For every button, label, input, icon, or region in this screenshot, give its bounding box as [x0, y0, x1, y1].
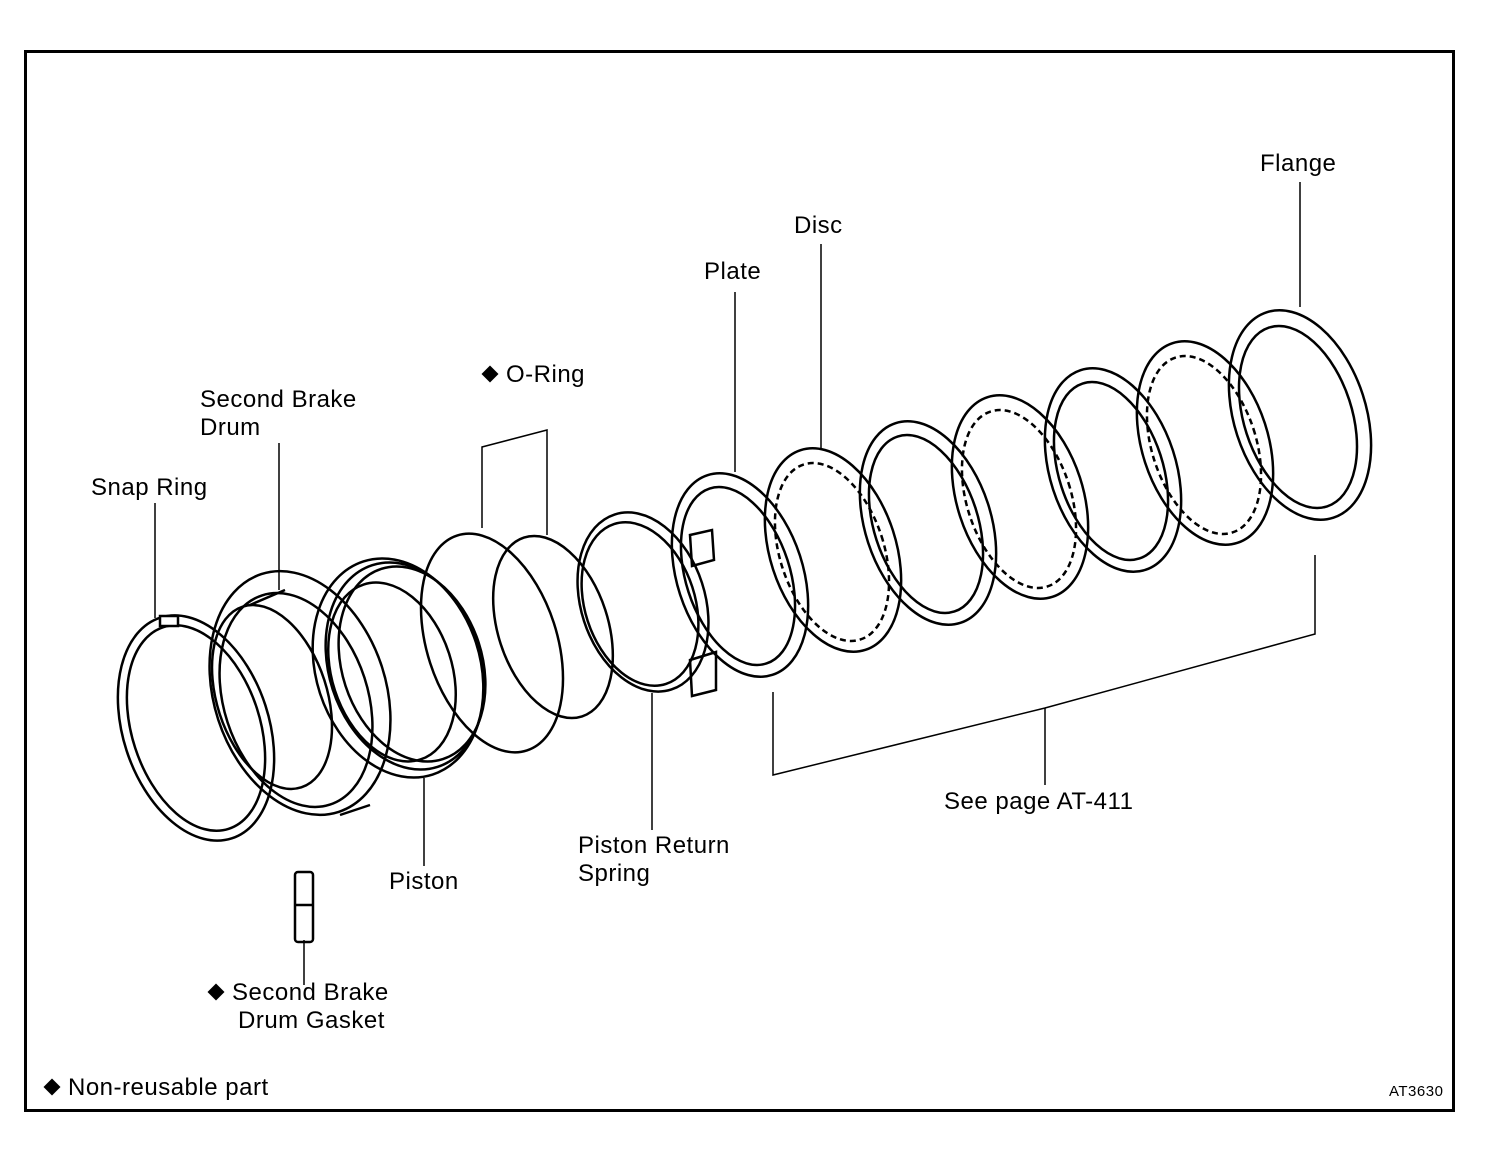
disc-part-2 — [950, 394, 1090, 600]
label-plate: Plate — [704, 258, 762, 285]
label-second-brake-drum: Second Brake Drum — [200, 386, 357, 441]
legend-non-reusable: Non-reusable part — [43, 1074, 269, 1102]
plate-part-3 — [1043, 367, 1183, 573]
label-disc: Disc — [794, 212, 843, 239]
disc-part — [763, 447, 903, 653]
snap-ring-part — [116, 614, 276, 842]
label-piston-return-spring: Piston Return Spring — [578, 832, 730, 887]
label-flange: Flange — [1260, 150, 1337, 177]
label-second-brake-drum-gasket: Second Brake Drum Gasket — [207, 979, 389, 1035]
label-o-ring: O-Ring — [481, 361, 585, 389]
diamond-icon — [207, 983, 225, 1001]
plate-part — [670, 472, 810, 678]
piston-part — [311, 557, 487, 779]
second-brake-drum-gasket-part — [293, 870, 315, 944]
figure-code: AT3630 — [1389, 1083, 1444, 1100]
piston-return-spring-part — [576, 511, 718, 698]
disc-part-3 — [1135, 340, 1275, 546]
diagram-frame — [24, 50, 1455, 1112]
diamond-icon — [43, 1078, 61, 1096]
o-ring-part — [419, 532, 615, 754]
second-brake-drum-part — [208, 569, 392, 817]
plate-part-2 — [858, 420, 998, 626]
flange-part — [1227, 309, 1373, 521]
diamond-icon — [481, 365, 499, 383]
label-piston: Piston — [389, 868, 459, 895]
label-snap-ring: Snap Ring — [91, 474, 208, 501]
leader-lines — [154, 182, 1316, 985]
label-see-page: See page AT-411 — [944, 788, 1134, 815]
